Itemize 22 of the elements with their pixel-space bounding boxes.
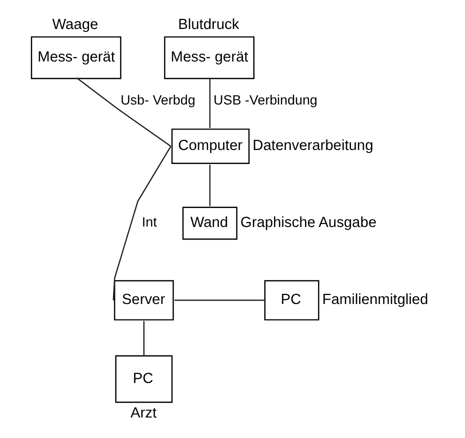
node-box: Computer <box>171 128 250 164</box>
node-label: Waage <box>52 17 98 34</box>
connector <box>143 321 145 356</box>
edge-label: Usb- Verbdg <box>120 92 196 108</box>
node-box: Wand <box>182 206 238 240</box>
node-label: Graphische Ausgabe <box>240 215 377 232</box>
node-box: PC <box>115 355 173 403</box>
edge-label: Int <box>142 214 157 230</box>
edge-label: USB -Verbindung <box>214 92 318 108</box>
connector <box>209 164 210 206</box>
node-label: Familienmitglied <box>322 292 428 308</box>
node-box: Server <box>114 280 174 320</box>
node-box: PC <box>264 280 320 320</box>
node-label: Blutdruck <box>178 17 240 34</box>
connector <box>209 78 210 128</box>
connector <box>112 146 172 300</box>
node-box: Mess- gerät <box>30 36 122 80</box>
node-label: Arzt <box>130 406 157 422</box>
node-label: Datenverarbeitung <box>252 138 374 154</box>
connector <box>76 77 172 147</box>
connector <box>174 300 264 301</box>
node-box: Mess- gerät <box>164 36 254 80</box>
